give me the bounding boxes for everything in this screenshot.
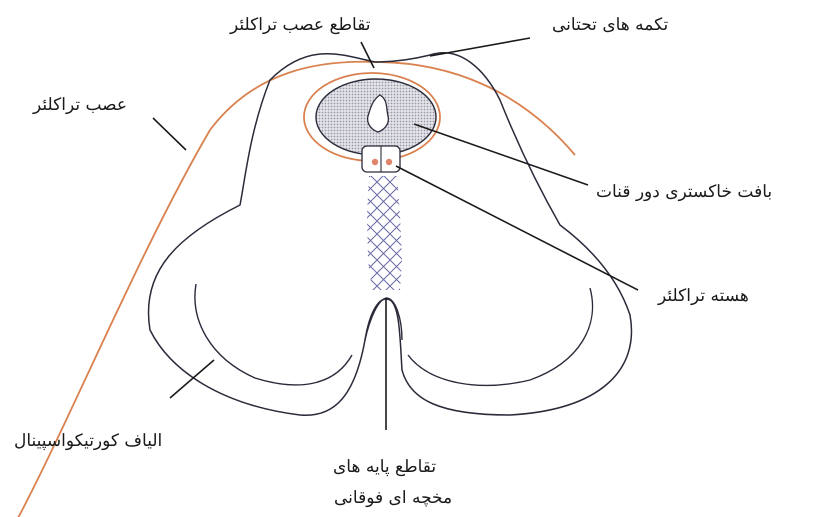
leader-corticospinal — [170, 360, 214, 398]
crus-cerebri-inner-curve — [195, 284, 352, 385]
leader-inferior-colliculus — [430, 38, 530, 56]
crus-cerebri-inner-curve-right — [408, 288, 593, 385]
leader-periaqueductal-gray — [414, 124, 588, 185]
label-peduncle-decussation-line1: تقاطع پایه های — [333, 459, 436, 476]
trochlear-nucleus-dot-right — [386, 159, 392, 165]
label-peduncle-decussation-line2: مخچه ای فوقانی — [334, 490, 452, 507]
label-trochlear-nerve: عصب تراکلئر — [33, 97, 127, 114]
leader-trochlear-decussation — [361, 42, 374, 68]
interpeduncular-notch — [365, 298, 402, 340]
label-trochlear-nucleus: هسته تراکلئر — [658, 288, 749, 305]
trochlear-nucleus-dot-left — [372, 159, 378, 165]
leader-trochlear-nerve — [153, 118, 186, 150]
label-periaqueductal-gray: بافت خاکستری دور قنات — [596, 184, 772, 201]
label-corticospinal-fibers: الیاف کورتیکواسپینال — [14, 433, 162, 450]
label-trochlear-decussation: تقاطع عصب تراکلئر — [230, 17, 371, 34]
peduncle-decussation-crosshatch — [367, 176, 402, 290]
label-inferior-colliculus: تکمه های تحتانی — [552, 17, 668, 34]
